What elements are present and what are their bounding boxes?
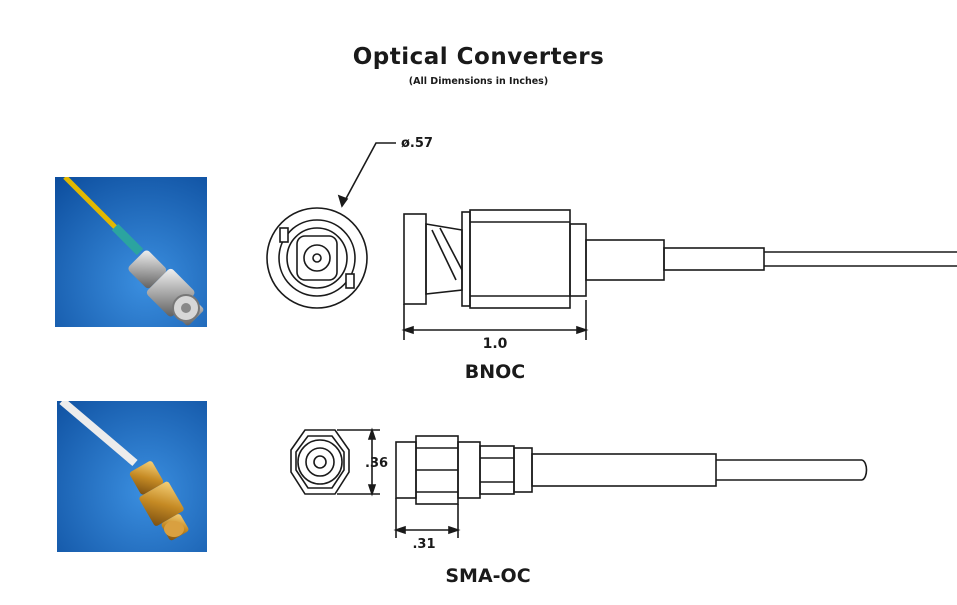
bnoc-end-view — [266, 207, 368, 309]
sma-oc-photo — [57, 401, 207, 552]
bnoc-side-view — [403, 209, 957, 309]
sma-oc-width-label: .31 — [412, 537, 435, 552]
bnoc-diameter-leader — [341, 142, 396, 207]
bnoc-name-label: BNOC — [465, 361, 525, 383]
sma-oc-height-label: .36 — [365, 456, 388, 471]
bnoc-photo — [55, 177, 207, 327]
page-subtitle: (All Dimensions in Inches) — [408, 76, 549, 87]
sma-oc-end-view — [290, 429, 350, 495]
page-title: Optical Converters — [352, 44, 605, 70]
sma-oc-name-label: SMA-OC — [445, 565, 530, 587]
bnoc-length-label: 1.0 — [483, 336, 508, 352]
bnoc-diameter-label: ø.57 — [401, 136, 433, 151]
sma-oc-side-view — [395, 435, 868, 505]
